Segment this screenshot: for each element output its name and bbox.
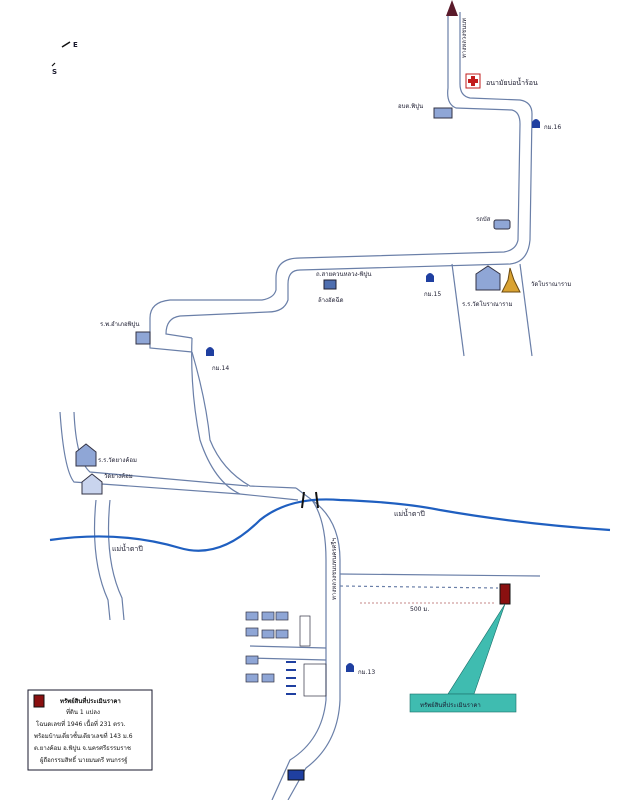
compass-arrow-icon bbox=[61, 41, 71, 48]
house-icon bbox=[261, 673, 275, 683]
compass-tick-icon bbox=[51, 62, 56, 67]
house-icon bbox=[245, 673, 259, 683]
legend-line-2: โฉนดเลขที่ 1946 เนื้อที่ 231 ตรว. bbox=[36, 718, 126, 728]
river-line bbox=[49, 498, 611, 552]
target-marker-icon bbox=[499, 583, 511, 605]
car-wash-label: ล้างอัดฉีด bbox=[318, 296, 344, 304]
wat-temple-label: วัดโบราณาราม bbox=[531, 280, 571, 288]
wat-borananaram: วัดโบราณาราม ร.ร.วัดโบราณาราม bbox=[462, 265, 571, 308]
target-box-label: ทรัพย์สินที่ประเมินราคา bbox=[420, 701, 481, 709]
hospital-icon bbox=[135, 331, 151, 345]
rivers bbox=[49, 498, 611, 552]
house-icon bbox=[245, 611, 259, 621]
legend-box: ทรัพย์สินที่ประเมินราคา ที่ดิน 1 แปลง โฉ… bbox=[27, 689, 153, 771]
house-icon bbox=[261, 611, 275, 621]
road-label-north: ทางหลวงชนบท bbox=[461, 18, 468, 58]
km14-marker: กม.14 bbox=[206, 347, 229, 372]
target-box bbox=[409, 693, 517, 713]
car-wash: ล้างอัดฉีด bbox=[318, 279, 344, 304]
bus-label: รถบัส bbox=[476, 216, 491, 223]
sign-icon bbox=[287, 769, 305, 781]
hospital-label: ร.พ.อำเภอพิปูน bbox=[100, 321, 139, 328]
bus-icon bbox=[493, 219, 511, 230]
km15-marker: กม.15 bbox=[424, 273, 441, 298]
house-icon bbox=[245, 655, 259, 665]
km16-label: กม.16 bbox=[544, 124, 561, 131]
legend-marker-icon bbox=[33, 694, 45, 708]
house-icon bbox=[275, 611, 289, 621]
house-icon bbox=[245, 627, 259, 637]
legend-line-1: ที่ดิน 1 แปลง bbox=[66, 708, 100, 716]
stupa-icon bbox=[501, 267, 521, 293]
km16-marker: กม.16 bbox=[532, 119, 561, 131]
km15-label: กม.15 bbox=[424, 291, 441, 298]
distance-label: 500 ม. bbox=[410, 606, 429, 613]
hospital: ร.พ.อำเภอพิปูน bbox=[100, 321, 151, 345]
km-post-icon bbox=[532, 119, 540, 128]
road-network bbox=[59, 12, 541, 800]
sao-label: อบต.พิปูน bbox=[398, 103, 423, 110]
km-post-icon bbox=[426, 273, 434, 282]
bus-stop: รถบัส bbox=[476, 216, 511, 230]
legend-line-5: ผู้ถือกรรมสิทธิ์ นายมนตรี ทนกรรฐ์ bbox=[40, 755, 128, 764]
north-arrow-icon bbox=[446, 0, 458, 16]
compass: E S bbox=[51, 41, 78, 76]
km14-label: กม.14 bbox=[212, 365, 229, 372]
compass-east-label: E bbox=[73, 41, 78, 49]
row-house-block bbox=[299, 615, 311, 647]
compass-south-label: S bbox=[52, 68, 57, 76]
wat-school-label: ร.ร.วัดโบราณาราม bbox=[462, 300, 513, 308]
house-icon bbox=[275, 629, 289, 639]
km-post-icon bbox=[206, 347, 214, 356]
school-2-label: ร.ร.วัดยางค้อม bbox=[98, 457, 137, 464]
houses-cluster bbox=[245, 611, 289, 683]
row-house-block bbox=[303, 663, 327, 697]
km-post-icon bbox=[346, 663, 354, 672]
road-label-middle: ถ.สายควนหลวง-พิปูน bbox=[316, 271, 372, 278]
km13-marker: กม.13 bbox=[346, 663, 375, 676]
legend-title: ทรัพย์สินที่ประเมินราคา bbox=[60, 696, 121, 705]
km13-label: กม.13 bbox=[358, 669, 375, 676]
house-icon bbox=[261, 629, 275, 639]
car-wash-icon bbox=[323, 279, 337, 290]
legend-line-3: พร้อมบ้านเดี่ยวชั้นเดียวเลขที่ 143 ม.6 bbox=[34, 730, 133, 740]
wat-2-label: วัดยางค้อม bbox=[104, 473, 133, 480]
school-icon bbox=[475, 265, 501, 291]
river-label-west: แม่น้ำตาปี bbox=[112, 542, 143, 553]
building-icon bbox=[433, 107, 453, 119]
temple-icon bbox=[81, 473, 103, 495]
sao-office: อบต.พิปูน bbox=[398, 103, 453, 119]
school-icon bbox=[75, 443, 97, 467]
row-houses bbox=[286, 615, 327, 697]
bridge-icon bbox=[301, 491, 319, 509]
target-callout bbox=[447, 603, 506, 695]
river-label-east: แม่น้ำตาปี bbox=[394, 507, 425, 518]
legend-line-4: ต.ยางค้อม อ.พิปูน จ.นครศรีธรรมราช bbox=[34, 744, 131, 752]
health-station: อนามัยบ่อน้ำร้อน bbox=[465, 73, 538, 89]
road-label-south: ทางหลวงชนบทนครศรีฯ bbox=[330, 538, 338, 600]
wat-yangkom: ร.ร.วัดยางค้อม วัดยางค้อม bbox=[75, 443, 137, 495]
health-station-label: อนามัยบ่อน้ำร้อน bbox=[486, 76, 538, 87]
